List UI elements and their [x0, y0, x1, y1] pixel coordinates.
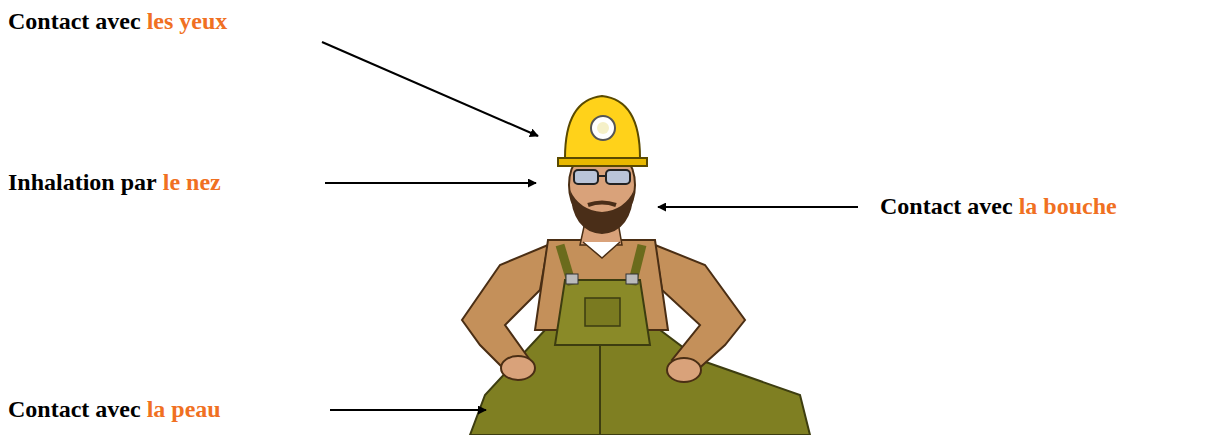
body-part-term: la bouche [1019, 193, 1117, 219]
callout-label: Contact avecla peau [8, 396, 221, 424]
callout-text: Contact avec [8, 8, 141, 34]
callout-text: Contact avec [880, 193, 1013, 219]
leader-line [658, 206, 858, 208]
leader-line [330, 409, 486, 411]
leader-arrows [322, 42, 858, 410]
callout-label: Contact avecla bouche [880, 193, 1117, 221]
body-part-term: le nez [163, 169, 221, 195]
worker-overalls [555, 245, 650, 345]
hard-hat [558, 96, 647, 166]
body-part-term: la peau [147, 396, 221, 422]
leader-line [322, 42, 538, 136]
callout-text: Inhalation par [8, 169, 157, 195]
callout-label: Inhalation parle nez [8, 169, 221, 197]
callout-text: Contact avec [8, 396, 141, 422]
leader-line [325, 182, 536, 184]
callout-label: Contact avecles yeux [8, 8, 227, 36]
body-part-term: les yeux [147, 8, 228, 34]
